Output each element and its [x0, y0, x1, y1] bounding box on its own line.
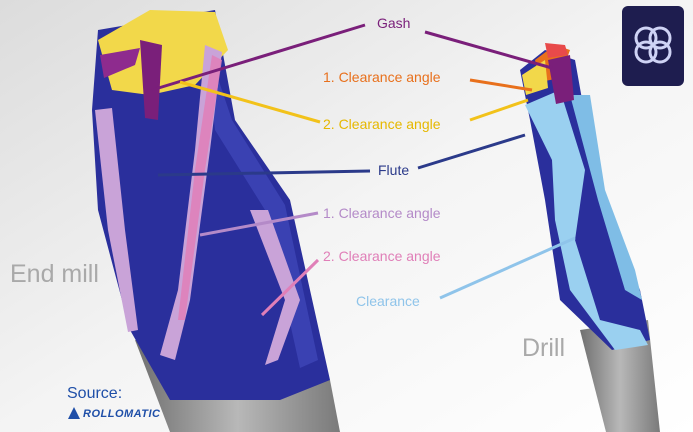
source-label: Source: — [67, 386, 122, 402]
label-drill: Drill — [522, 336, 565, 361]
label-clearance: Clearance — [356, 294, 420, 308]
label-end-mill: End mill — [10, 262, 99, 287]
label-clearance-2-top: 2. Clearance angle — [323, 117, 441, 131]
label-clearance-1-mid: 1. Clearance angle — [323, 206, 441, 220]
knot-emblem-icon — [622, 6, 684, 86]
label-gash: Gash — [377, 16, 410, 30]
label-clearance-1-top: 1. Clearance angle — [323, 70, 441, 84]
rollomatic-logo-icon — [67, 406, 81, 420]
label-clearance-2-mid: 2. Clearance angle — [323, 249, 441, 263]
label-flute: Flute — [378, 163, 409, 177]
source-brand: ROLLOMATIC — [83, 409, 161, 420]
